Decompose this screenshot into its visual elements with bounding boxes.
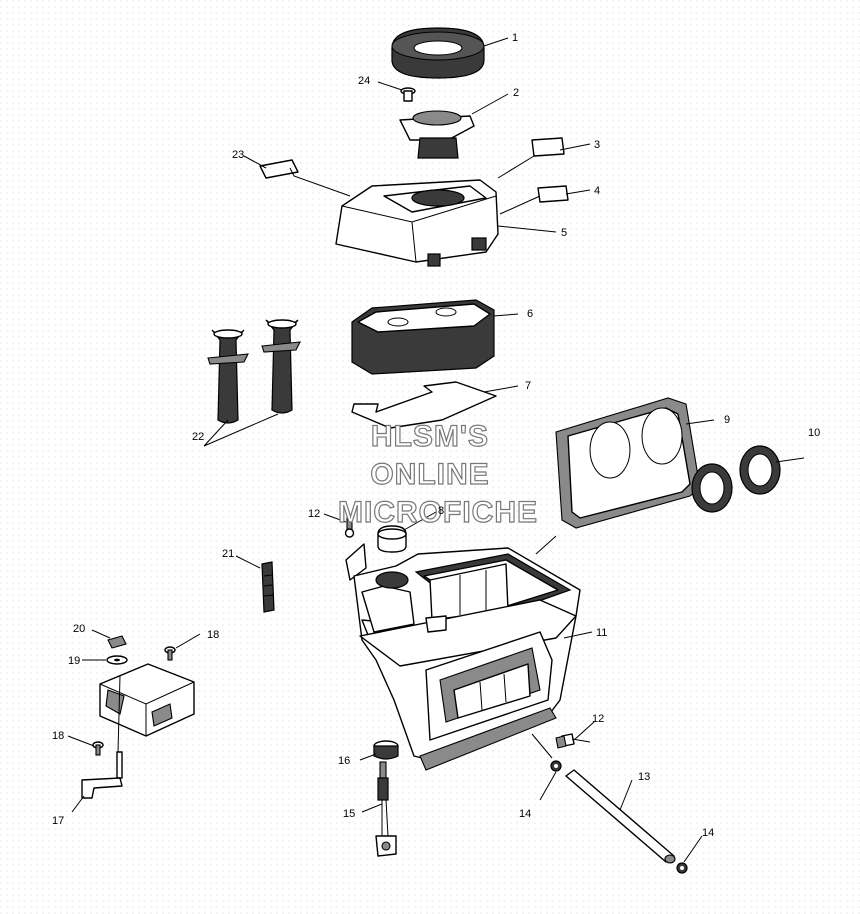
- part-13-hose: [565, 769, 676, 864]
- callout-9: 9: [724, 414, 730, 426]
- callout-23: 23: [232, 149, 244, 161]
- callout-3: 3: [594, 139, 600, 151]
- part-18-screw-top: [164, 646, 176, 661]
- callout-18-top: 18: [207, 629, 219, 641]
- part-22-velocity-stacks: [207, 319, 301, 424]
- callout-7: 7: [525, 380, 531, 392]
- part-7-filter-plate: [351, 381, 497, 429]
- callout-21: 21: [222, 548, 234, 560]
- watermark-line-2: ONLINE: [370, 458, 489, 491]
- watermark-line-3: MICROFICHE: [338, 496, 538, 529]
- callout-4: 4: [594, 185, 600, 197]
- part-18-screw-bottom: [92, 741, 104, 756]
- leader-lines: [67, 37, 805, 863]
- callout-12-top: 12: [308, 508, 320, 520]
- part-11-airbox-housing: [345, 543, 581, 771]
- callout-1: 1: [512, 32, 518, 44]
- part-12-fitting: [555, 733, 591, 749]
- part-15-sensor: [375, 761, 397, 857]
- part-23-decal: [259, 159, 299, 179]
- part-1-foam-ring: [391, 27, 485, 79]
- part-2-intake-adapter: [399, 110, 475, 159]
- callout-18-bottom: 18: [52, 730, 64, 742]
- callout-22: 22: [192, 431, 204, 443]
- callout-14-left: 14: [519, 808, 531, 820]
- watermark-line-1: HLSM'S: [371, 420, 489, 453]
- part-10-boots: [691, 445, 781, 513]
- watermark: HLSM'S ONLINE MICROFICHE: [337, 419, 538, 529]
- callout-20: 20: [73, 623, 85, 635]
- part-8-cap: [377, 525, 407, 553]
- callout-8: 8: [438, 505, 444, 517]
- callout-14-right: 14: [702, 827, 714, 839]
- callout-12-bottom: 12: [592, 713, 604, 725]
- callout-11: 11: [596, 627, 607, 639]
- callout-2: 2: [513, 87, 519, 99]
- callout-17: 17: [52, 815, 64, 827]
- part-6-filter-element: [351, 299, 495, 375]
- callout-24: 24: [358, 75, 370, 87]
- part-14-clamp-upper: [550, 760, 562, 772]
- part-5-airbox-cover: [335, 179, 499, 267]
- callout-16: 16: [338, 755, 350, 767]
- part-20-nut: [107, 635, 127, 649]
- part-9-gasket-frame: [555, 397, 701, 529]
- part-3-decal: [531, 137, 565, 157]
- part-12-screw-top: [344, 517, 355, 538]
- part-4-decal: [537, 185, 569, 203]
- callout-13: 13: [638, 771, 650, 783]
- part-24-push-rivet: [400, 87, 416, 102]
- callout-6: 6: [527, 308, 533, 320]
- part-14-clamp-lower: [676, 862, 688, 874]
- part-19-washer: [106, 655, 128, 665]
- callout-5: 5: [561, 227, 567, 239]
- callout-19: 19: [68, 655, 80, 667]
- callout-15: 15: [343, 808, 355, 820]
- callout-10: 10: [808, 427, 820, 439]
- part-21-clip: [261, 561, 275, 613]
- part-16-grommet: [373, 740, 399, 760]
- callout-labels: 1 24 2 3 23 4 5 6 7 9 10 22 8 12 21 11 2…: [52, 32, 820, 839]
